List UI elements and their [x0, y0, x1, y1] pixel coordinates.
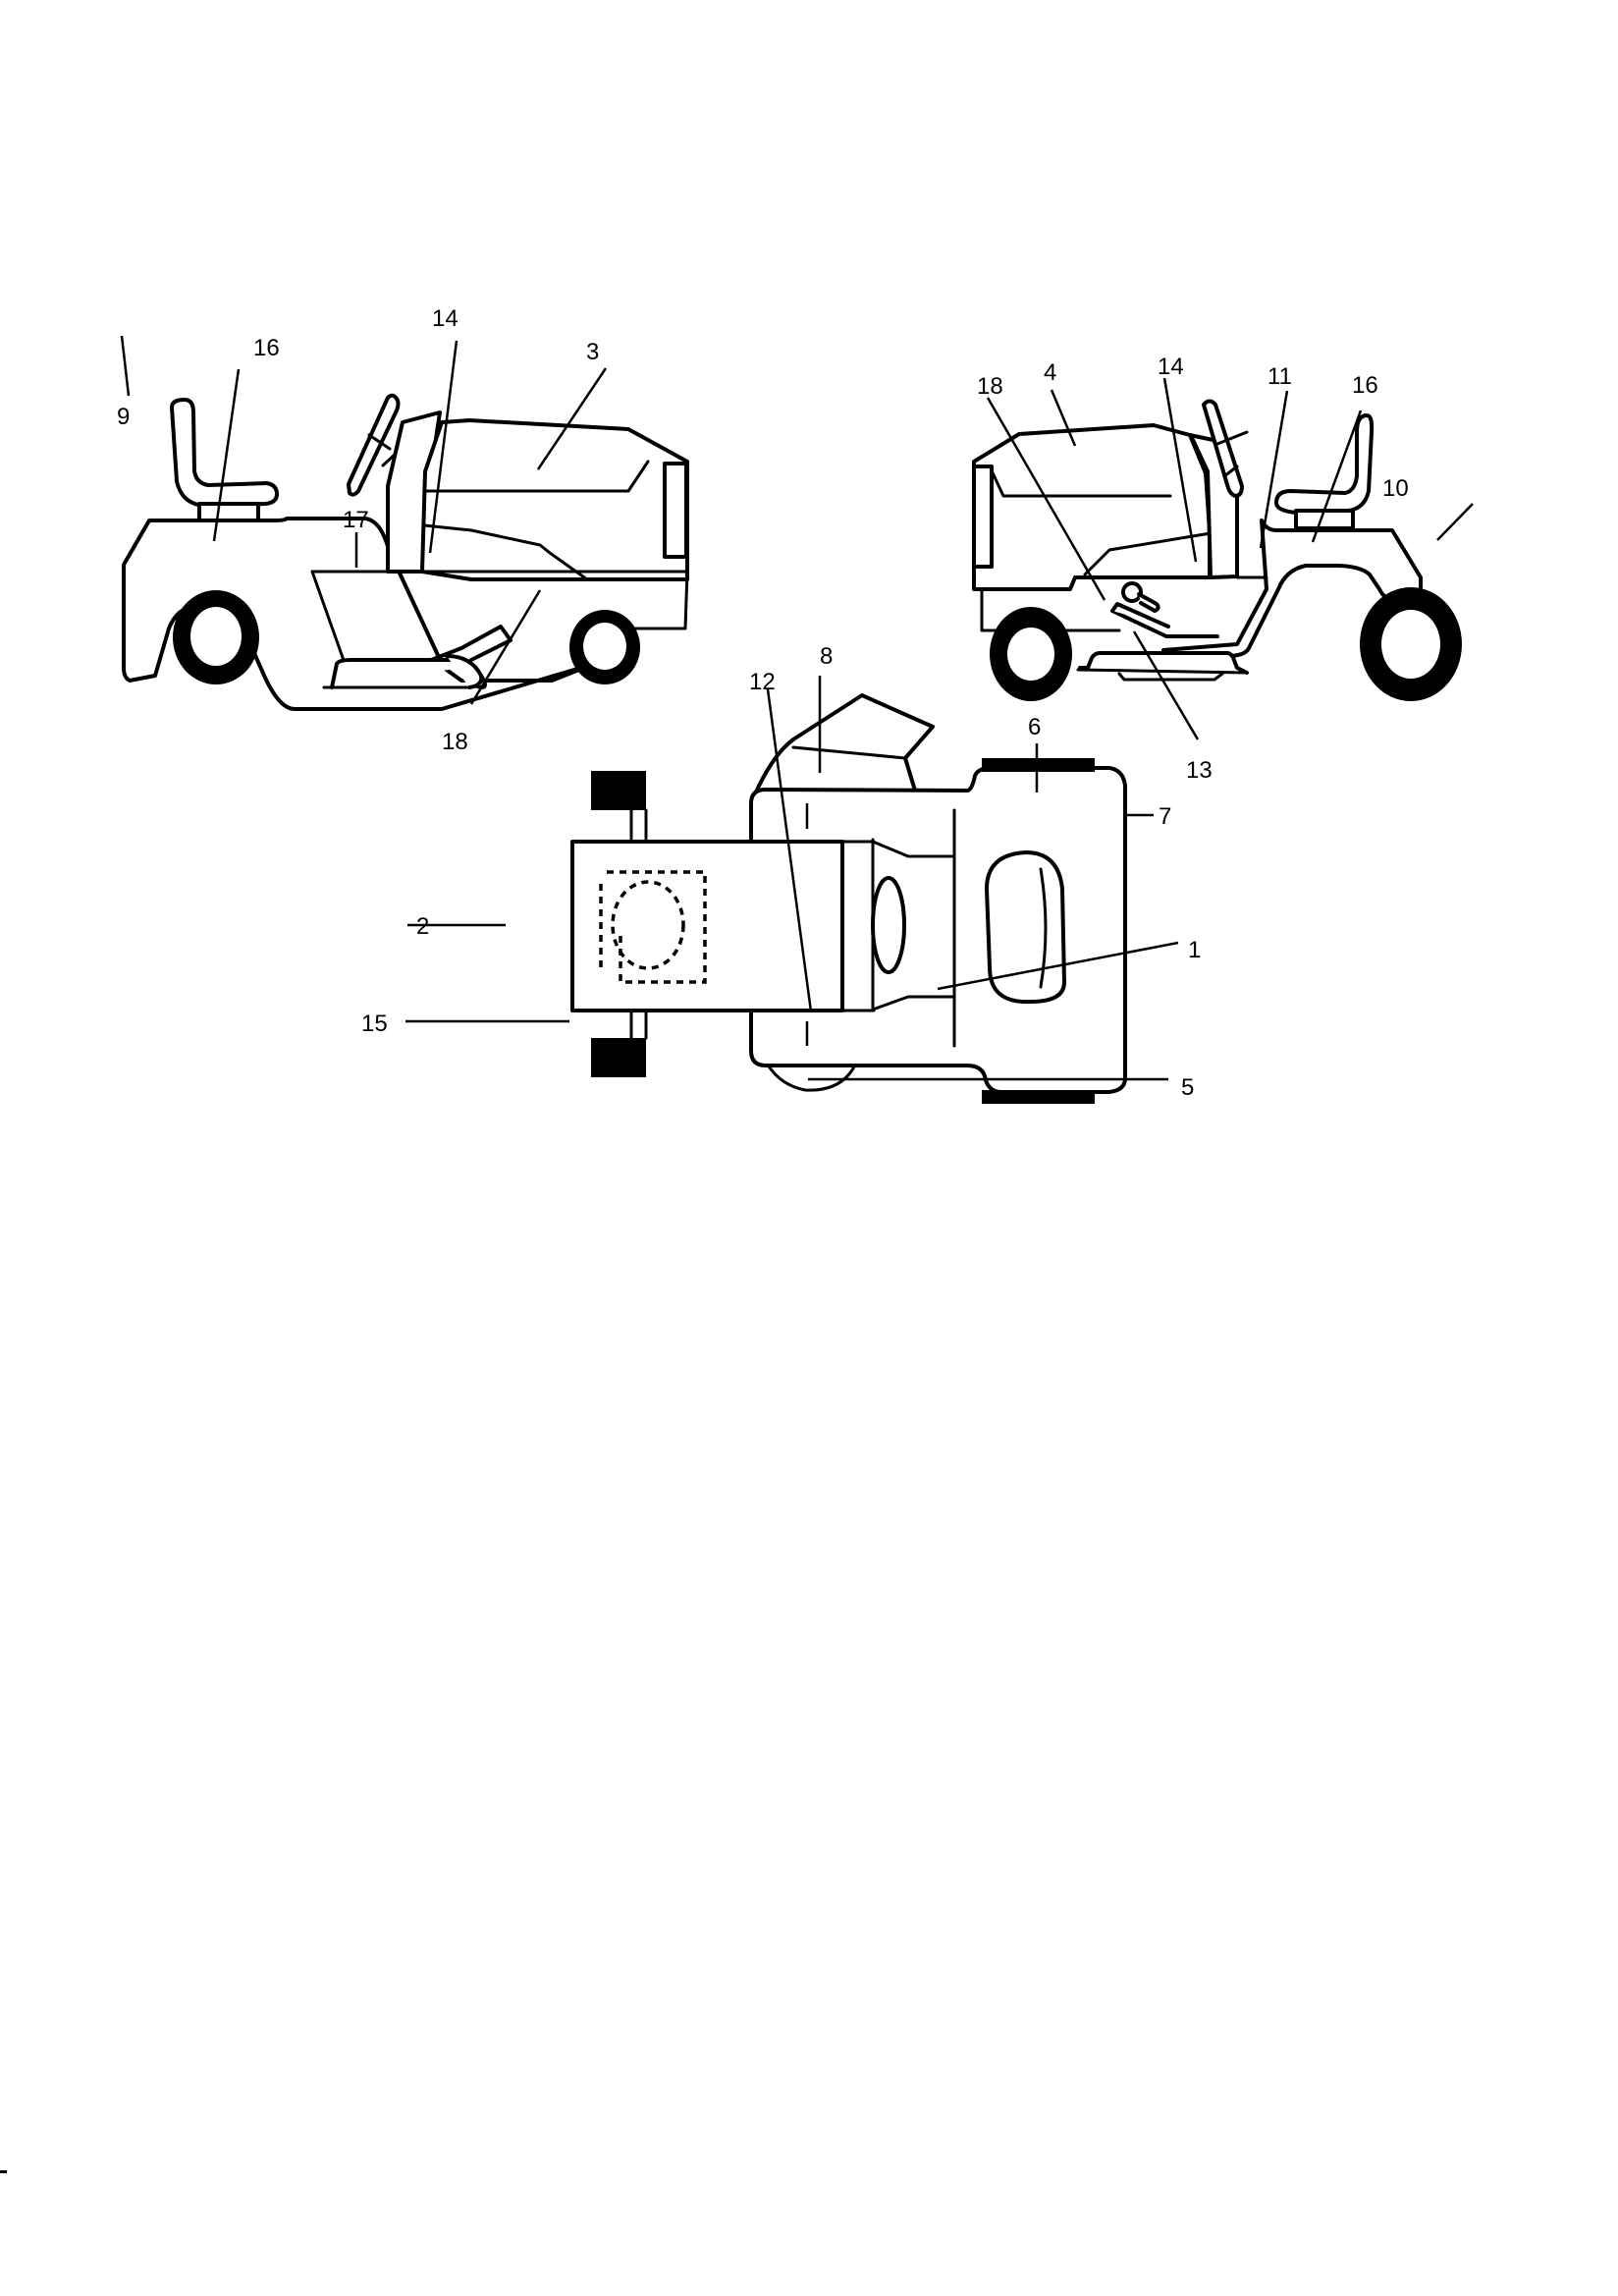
callout-13: 13: [1186, 757, 1213, 784]
callout-12: 12: [749, 669, 776, 695]
right-side-view: 18 4 14 11 16 10 13: [972, 354, 1474, 784]
callout-3: 3: [586, 339, 599, 365]
callout-8: 8: [820, 643, 833, 670]
callout-11: 11: [1267, 363, 1292, 390]
callout-16-right: 16: [1352, 372, 1378, 399]
callout-18: 18: [442, 729, 468, 755]
callout-9: 9: [117, 404, 130, 430]
callout-5: 5: [1181, 1074, 1194, 1101]
callout-14-right: 14: [1158, 354, 1184, 380]
callout-17: 17: [343, 507, 369, 533]
callout-10: 10: [1382, 475, 1409, 502]
callout-4: 4: [1044, 359, 1056, 386]
callout-7: 7: [1159, 803, 1171, 830]
callout-14: 14: [432, 305, 458, 332]
callout-1: 1: [1188, 937, 1201, 963]
scan-mark: [0, 2170, 7, 2173]
callout-15: 15: [361, 1011, 388, 1037]
left-side-view: 9 16 17 14 3 18: [117, 305, 689, 755]
callout-16: 16: [253, 335, 280, 361]
callout-6: 6: [1028, 714, 1041, 740]
callout-18-right: 18: [977, 373, 1003, 400]
callout-2: 2: [416, 913, 429, 940]
top-view: 8 12 6 7 2 1 15 5: [361, 643, 1201, 1104]
